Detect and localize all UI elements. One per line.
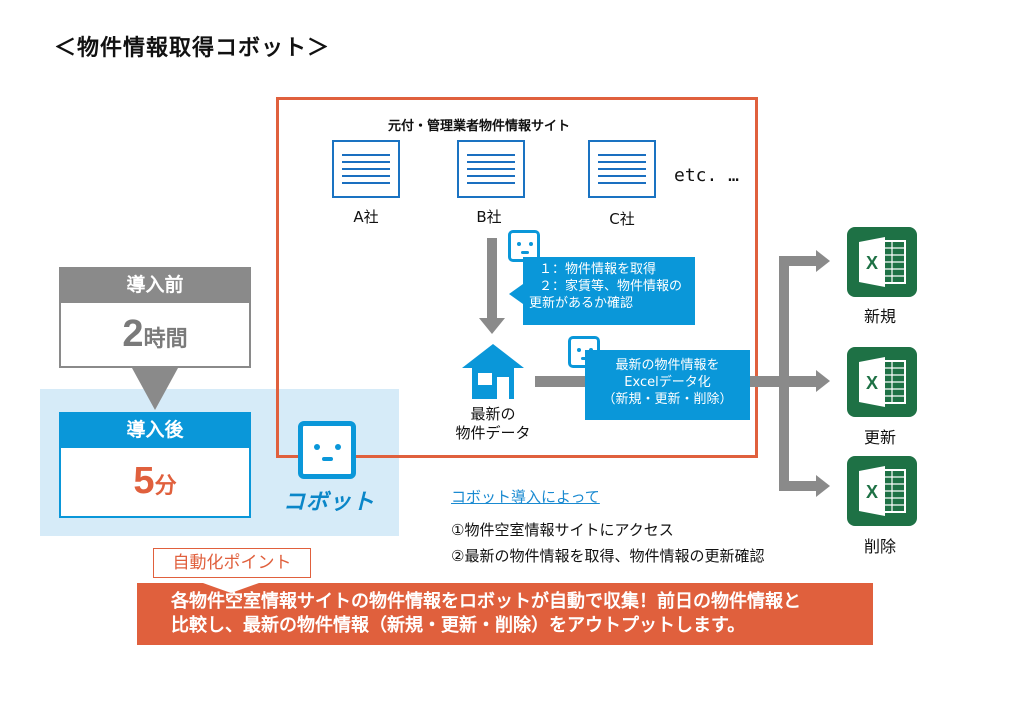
before-header: 導入前 xyxy=(59,267,251,303)
after-value: 5 xyxy=(133,460,155,502)
tag-pointer xyxy=(203,583,259,593)
branch-arrow-top xyxy=(779,256,817,266)
document-icon xyxy=(457,140,525,198)
before-value-box: 2時間 xyxy=(59,303,251,368)
process-frame xyxy=(276,97,758,458)
excel-icon: X xyxy=(847,227,917,297)
automation-point-box: 各物件空室情報サイトの物件情報をロボットが自動で収集！前日の物件情報と 比較し、… xyxy=(137,583,873,645)
excel-line-2: Excelデータ化 xyxy=(624,375,711,390)
output-label-update: 更新 xyxy=(863,428,896,447)
company-label-c: C社 xyxy=(609,210,635,228)
company-label-b: B社 xyxy=(476,208,502,226)
document-icon xyxy=(588,140,656,198)
step-bubble-pointer xyxy=(509,284,523,304)
sites-header: 元付・管理業者物件情報サイト xyxy=(388,119,571,134)
house-label-line-1: 最新の xyxy=(470,405,516,423)
arrow-head-right xyxy=(816,250,830,272)
step-bubble: １：物件情報を取得 ２：家賃等、物件情報の 更新があるか確認 xyxy=(523,257,695,325)
step-line-1: １：物件情報を取得 xyxy=(539,262,657,277)
branch-arrow-vertical xyxy=(779,256,789,491)
branch-arrow-middle xyxy=(779,376,817,387)
arrow-head-right xyxy=(816,370,830,392)
excel-line-1: 最新の物件情報を xyxy=(615,358,720,373)
svg-text:X: X xyxy=(866,253,878,273)
after-value-box: 5分 xyxy=(59,448,251,518)
before-value: 2 xyxy=(122,313,144,355)
cobot-face-icon xyxy=(508,230,540,262)
house-label-line-2: 物件データ xyxy=(455,424,531,442)
document-icon xyxy=(332,140,400,198)
down-triangle xyxy=(132,368,178,410)
before-unit: 時間 xyxy=(143,327,188,352)
excel-icon: X xyxy=(847,456,917,526)
arrow-head-right xyxy=(816,475,830,497)
output-label-delete: 削除 xyxy=(863,537,896,556)
step-line-3: 更新があるか確認 xyxy=(529,296,634,311)
down-arrow-head xyxy=(479,318,505,334)
house-label: 最新の 物件データ xyxy=(440,405,546,443)
svg-text:X: X xyxy=(866,482,878,502)
effects-title[interactable]: コボット導入によって xyxy=(451,488,600,506)
step-line-2: ２：家賃等、物件情報の xyxy=(539,279,683,294)
svg-text:X: X xyxy=(866,373,878,393)
automation-point-line-2: 比較し、最新の物件情報（新規・更新・削除）をアウトプットします。 xyxy=(171,615,746,636)
excel-bubble: 最新の物件情報を Excelデータ化 （新規・更新・削除） xyxy=(585,350,750,420)
excel-icon: X xyxy=(847,347,917,417)
etc-label: etc. … xyxy=(674,165,740,186)
company-label-a: A社 xyxy=(353,208,379,226)
automation-point-line-1: 各物件空室情報サイトの物件情報をロボットが自動で収集！前日の物件情報と xyxy=(171,591,801,612)
effect-item: ①物件空室情報サイトにアクセス xyxy=(451,521,674,539)
cobot-brand-name: コボット xyxy=(282,490,375,515)
effect-item: ②最新の物件情報を取得、物件情報の更新確認 xyxy=(451,547,765,565)
after-unit: 分 xyxy=(154,474,177,499)
down-arrow-shaft xyxy=(487,238,497,318)
automation-point-tag: 自動化ポイント xyxy=(153,548,311,578)
output-label-new: 新規 xyxy=(863,307,896,326)
branch-arrow-bottom xyxy=(779,481,817,491)
page-title: ＜物件情報取得コボット＞ xyxy=(54,36,331,61)
excel-line-3: （新規・更新・削除） xyxy=(602,392,733,407)
house-icon xyxy=(462,344,524,400)
after-header: 導入後 xyxy=(59,412,251,448)
cobot-logo-icon xyxy=(298,421,356,479)
